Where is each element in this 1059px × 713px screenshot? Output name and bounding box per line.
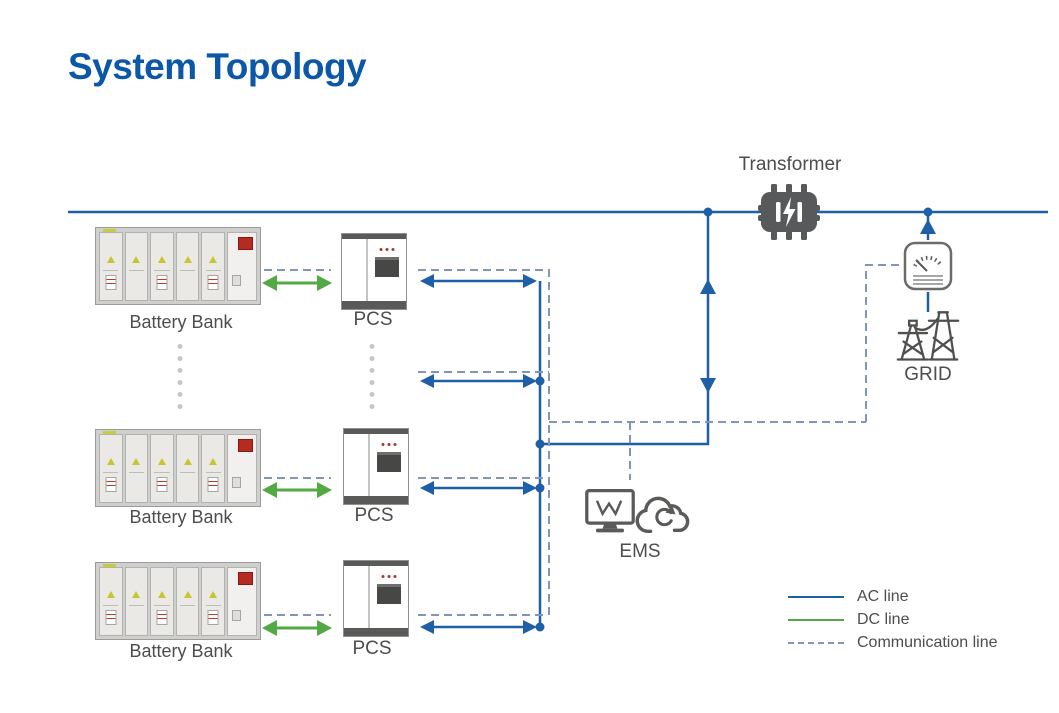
ems-label: EMS bbox=[619, 541, 661, 562]
legend-label-dc: DC line bbox=[857, 611, 910, 628]
communication-line-swatch bbox=[788, 642, 844, 644]
monitor-icon bbox=[584, 486, 636, 541]
legend-item-dc: DC line bbox=[788, 611, 998, 628]
communication-lines bbox=[264, 264, 902, 616]
power-meter-icon bbox=[902, 240, 954, 297]
battery-status-chip bbox=[103, 229, 116, 232]
legend-item-ac: AC line bbox=[788, 588, 998, 605]
grid-label: GRID bbox=[904, 364, 952, 385]
transmission-tower-icon bbox=[895, 304, 961, 369]
legend-label-ac: AC line bbox=[857, 588, 909, 605]
battery-bank-label-1: Battery Bank bbox=[129, 312, 233, 332]
battery-alarm-box bbox=[237, 237, 253, 250]
transformer-label: Transformer bbox=[738, 154, 842, 175]
legend-item-communication: Communication line bbox=[788, 634, 998, 651]
pcs-indicator-lights bbox=[379, 248, 395, 251]
transformer-icon bbox=[758, 183, 820, 246]
more-units-dots-battery bbox=[177, 344, 183, 409]
legend-label-communication: Communication line bbox=[857, 634, 998, 651]
battery-bank-label-3: Battery Bank bbox=[129, 641, 233, 661]
dc-line-swatch bbox=[788, 619, 844, 621]
pcs-label-1: PCS bbox=[353, 309, 393, 330]
ac-arrowheads bbox=[420, 219, 936, 634]
pcs-icon-2 bbox=[343, 428, 409, 505]
ac-transformer-branch bbox=[540, 212, 710, 446]
battery-bank-icon-3 bbox=[95, 562, 261, 640]
pcs-label-2: PCS bbox=[354, 505, 394, 526]
battery-bank-icon-1 bbox=[95, 227, 261, 305]
pcs-display-screen bbox=[374, 257, 399, 277]
pcs-icon-1 bbox=[341, 233, 407, 310]
ac-line-swatch bbox=[788, 596, 844, 598]
legend: AC line DC line Communication line bbox=[788, 588, 998, 651]
pcs-label-3: PCS bbox=[352, 638, 392, 659]
dc-arrowheads bbox=[262, 275, 332, 636]
pcs-icon-3 bbox=[343, 560, 409, 637]
battery-bank-label-2: Battery Bank bbox=[129, 507, 233, 527]
battery-bank-icon-2 bbox=[95, 429, 261, 507]
junction-dots bbox=[535, 207, 933, 632]
more-units-dots-pcs bbox=[369, 344, 375, 409]
page-title: System Topology bbox=[68, 46, 367, 87]
dc-lines bbox=[274, 281, 320, 630]
cloud-sync-icon bbox=[634, 492, 694, 543]
